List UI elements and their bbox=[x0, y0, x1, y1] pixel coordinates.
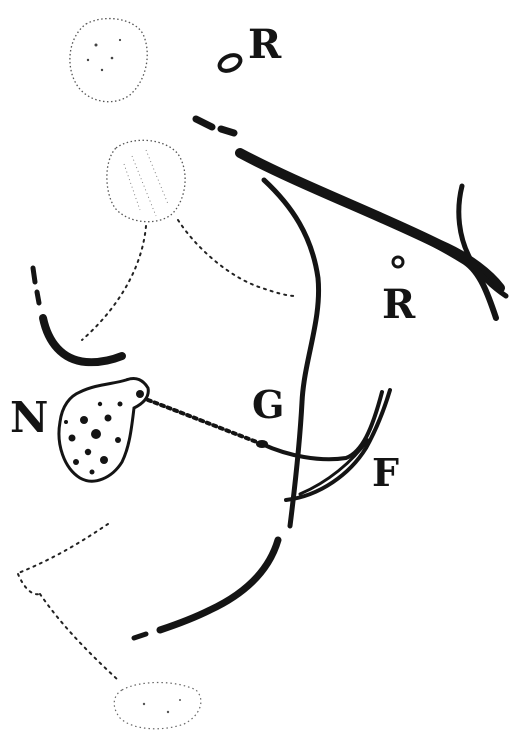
label-r-right-group: R bbox=[382, 257, 416, 328]
label-r-top: R bbox=[248, 21, 282, 68]
ring-mark-top bbox=[217, 52, 243, 74]
lower-dotted-processes bbox=[16, 524, 118, 680]
pale-cell-middle bbox=[107, 140, 185, 221]
label-g: G bbox=[252, 382, 284, 427]
dotted-process-left bbox=[82, 226, 146, 340]
pale-cell-top bbox=[70, 19, 147, 102]
nerve-cell-n bbox=[59, 379, 148, 482]
label-r-top-group: R bbox=[217, 21, 282, 74]
pale-cell-bottom bbox=[114, 683, 201, 729]
dotted-process-right bbox=[178, 220, 296, 296]
dotted-axon-n-to-g bbox=[148, 400, 262, 444]
top-right-fibre bbox=[196, 119, 500, 318]
label-f: F bbox=[372, 450, 399, 495]
long-vertical-fibre bbox=[264, 180, 319, 526]
label-r-right: R bbox=[382, 281, 416, 328]
left-fibre bbox=[33, 268, 122, 362]
lower-long-fibre bbox=[134, 540, 278, 638]
ring-mark-right bbox=[393, 257, 403, 267]
label-n: N bbox=[10, 393, 48, 442]
